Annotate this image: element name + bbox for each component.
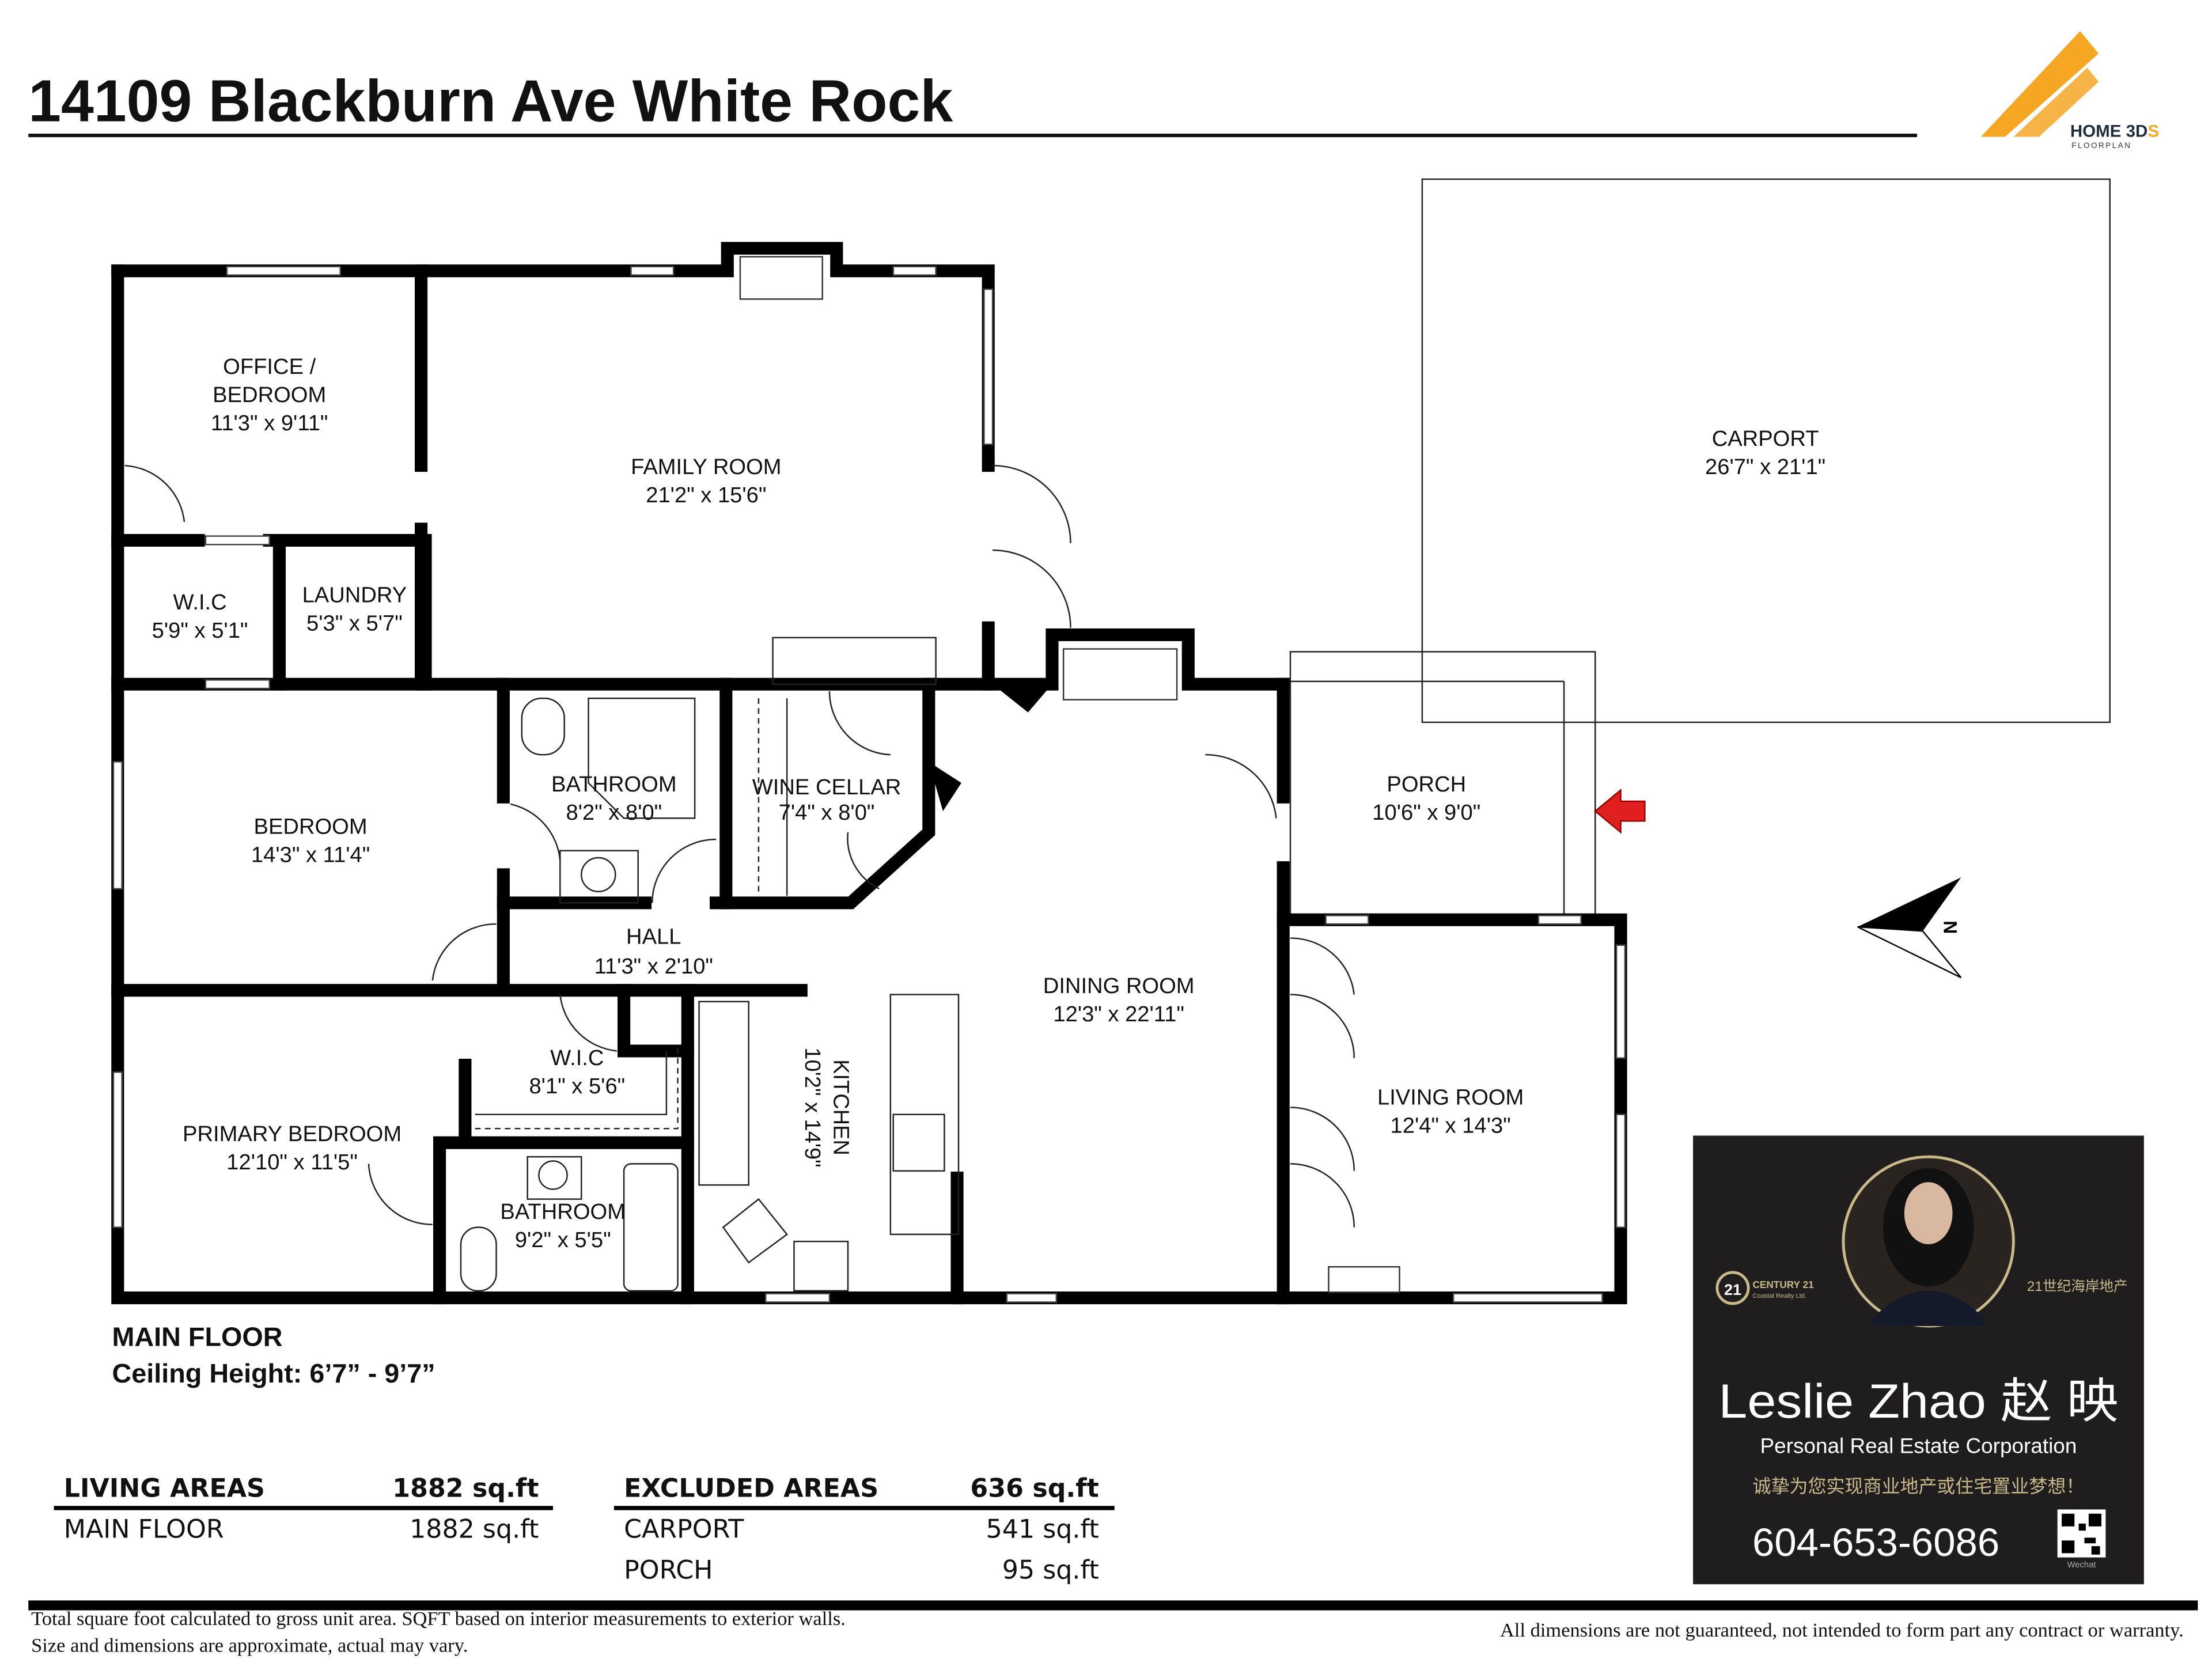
room-wic-1: W.I.C 5'9" x 5'1" <box>152 590 248 643</box>
svg-text:BATHROOM: BATHROOM <box>551 772 677 797</box>
svg-text:PORCH: PORCH <box>1387 772 1466 797</box>
svg-text:MAIN FLOOR: MAIN FLOOR <box>64 1514 224 1544</box>
room-bathroom-1: BATHROOM 8'2" x 8'0" <box>551 772 677 825</box>
room-kitchen: KITCHEN 10'2" x 14'9" <box>800 1047 853 1167</box>
agent-name: Leslie Zhao 赵 映 <box>1718 1374 2118 1428</box>
agent-card: 21 CENTURY 21 Coastal Realty Ltd. 21世纪海岸… <box>1693 1135 2144 1584</box>
brokerage-cn: 21世纪海岸地产 <box>2027 1278 2128 1294</box>
entrance-arrow-icon <box>1595 790 1645 832</box>
svg-text:CARPORT: CARPORT <box>1712 427 1819 451</box>
svg-text:14'3" x 11'4": 14'3" x 11'4" <box>251 843 370 867</box>
svg-text:EXCLUDED AREAS: EXCLUDED AREAS <box>624 1474 878 1503</box>
svg-text:WINE CELLAR: WINE CELLAR <box>752 775 902 800</box>
svg-text:7'4" x 8'0": 7'4" x 8'0" <box>779 801 875 825</box>
svg-text:HOME 3DS: HOME 3DS <box>2070 122 2159 141</box>
svg-text:12'10" x 11'5": 12'10" x 11'5" <box>226 1150 358 1175</box>
agent-slogan: 诚挚为您实现商业地产或住宅置业梦想！ <box>1753 1476 2085 1497</box>
svg-text:21'2" x 15'6": 21'2" x 15'6" <box>646 483 766 507</box>
svg-text:21: 21 <box>1724 1281 1741 1298</box>
svg-text:W.I.C: W.I.C <box>550 1046 604 1070</box>
svg-text:9'2" x 5'5": 9'2" x 5'5" <box>515 1228 611 1252</box>
svg-text:10'2" x 14'9": 10'2" x 14'9" <box>800 1047 824 1167</box>
room-bathroom-2: BATHROOM 9'2" x 5'5" <box>500 1200 626 1252</box>
svg-text:5'3" x 5'7": 5'3" x 5'7" <box>306 612 403 636</box>
svg-text:1882 sq.ft: 1882 sq.ft <box>410 1514 539 1544</box>
north-arrow-icon: N <box>1858 877 1961 978</box>
room-laundry: LAUNDRY 5'3" x 5'7" <box>302 584 407 636</box>
room-carport: CARPORT 26'7" x 21'1" <box>1705 427 1825 479</box>
brokerage-name: CENTURY 21 <box>1752 1279 1814 1290</box>
svg-text:11'3" x 9'11": 11'3" x 9'11" <box>211 411 328 435</box>
svg-text:541 sq.ft: 541 sq.ft <box>986 1514 1099 1544</box>
svg-text:LAUNDRY: LAUNDRY <box>302 584 407 608</box>
svg-text:26'7" x 21'1": 26'7" x 21'1" <box>1705 455 1825 479</box>
page-title: 14109 Blackburn Ave White Rock <box>28 68 953 134</box>
svg-text:BEDROOM: BEDROOM <box>213 383 326 407</box>
svg-text:PRIMARY BEDROOM: PRIMARY BEDROOM <box>183 1122 402 1146</box>
room-bedroom: BEDROOM 14'3" x 11'4" <box>251 815 370 867</box>
svg-text:FAMILY ROOM: FAMILY ROOM <box>631 455 781 479</box>
svg-text:12'4" x 14'3": 12'4" x 14'3" <box>1391 1114 1511 1138</box>
svg-text:FLOORPLAN: FLOORPLAN <box>2071 141 2131 150</box>
svg-text:CARPORT: CARPORT <box>624 1514 744 1544</box>
svg-text:N: N <box>1940 921 1961 934</box>
svg-text:10'6" x 9'0": 10'6" x 9'0" <box>1372 801 1480 825</box>
agent-phone: 604-653-6086 <box>1752 1520 1999 1565</box>
excluded-areas-table: EXCLUDED AREAS 636 sq.ft CARPORT 541 sq.… <box>614 1474 1115 1585</box>
svg-text:W.I.C: W.I.C <box>173 590 226 615</box>
room-wine-cellar: WINE CELLAR7'4" x 8'0" <box>752 775 902 825</box>
svg-text:12'3" x 22'11": 12'3" x 22'11" <box>1053 1002 1184 1027</box>
svg-text:1882 sq.ft: 1882 sq.ft <box>392 1474 539 1503</box>
svg-text:BATHROOM: BATHROOM <box>500 1200 626 1224</box>
svg-text:DINING ROOM: DINING ROOM <box>1043 974 1195 998</box>
agent-title: Personal Real Estate Corporation <box>1760 1434 2077 1458</box>
svg-text:LIVING AREAS: LIVING AREAS <box>64 1474 265 1503</box>
svg-text:KITCHEN: KITCHEN <box>828 1059 853 1156</box>
room-office: OFFICE / BEDROOM 11'3" x 9'11" <box>211 355 328 435</box>
svg-text:PORCH: PORCH <box>624 1556 713 1585</box>
room-hall: HALL 11'3" x 2'10" <box>594 925 713 978</box>
living-areas-table: LIVING AREAS 1882 sq.ft MAIN FLOOR 1882 … <box>54 1474 553 1544</box>
svg-text:8'2" x 8'0": 8'2" x 8'0" <box>566 801 662 825</box>
svg-text:BEDROOM: BEDROOM <box>254 815 368 839</box>
floor-name: MAIN FLOOR <box>112 1321 282 1351</box>
room-dining: DINING ROOM 12'3" x 22'11" <box>1043 974 1195 1027</box>
svg-text:5'9" x 5'1": 5'9" x 5'1" <box>152 619 248 643</box>
room-living: LIVING ROOM 12'4" x 14'3" <box>1377 1086 1524 1138</box>
svg-text:HALL: HALL <box>626 925 681 949</box>
footer-note-2: Size and dimensions are approximate, act… <box>31 1635 468 1657</box>
wechat-qr-icon <box>2058 1509 2106 1557</box>
footer-note-1: Total square foot calculated to gross un… <box>31 1608 846 1630</box>
svg-text:95 sq.ft: 95 sq.ft <box>1002 1556 1099 1585</box>
svg-text:11'3" x 2'10": 11'3" x 2'10" <box>594 955 713 979</box>
room-family: FAMILY ROOM 21'2" x 15'6" <box>631 455 781 507</box>
svg-text:636 sq.ft: 636 sq.ft <box>970 1474 1099 1503</box>
svg-text:8'1" x 5'6": 8'1" x 5'6" <box>529 1074 625 1099</box>
ceiling-height: Ceiling Height: 6’7” - 9’7” <box>112 1358 435 1388</box>
home3ds-logo: HOME 3DS FLOORPLAN <box>1981 31 2159 150</box>
room-porch: PORCH 10'6" x 9'0" <box>1372 772 1480 825</box>
brokerage-sub: Coastal Realty Ltd. <box>1752 1293 1806 1300</box>
footer-disclaimer: All dimensions are not guaranteed, not i… <box>1500 1619 2184 1641</box>
svg-text:LIVING ROOM: LIVING ROOM <box>1377 1086 1524 1110</box>
room-wic-2: W.I.C 8'1" x 5'6" <box>529 1046 625 1099</box>
qr-label: Wechat <box>2067 1560 2096 1570</box>
svg-text:OFFICE /: OFFICE / <box>223 355 316 379</box>
